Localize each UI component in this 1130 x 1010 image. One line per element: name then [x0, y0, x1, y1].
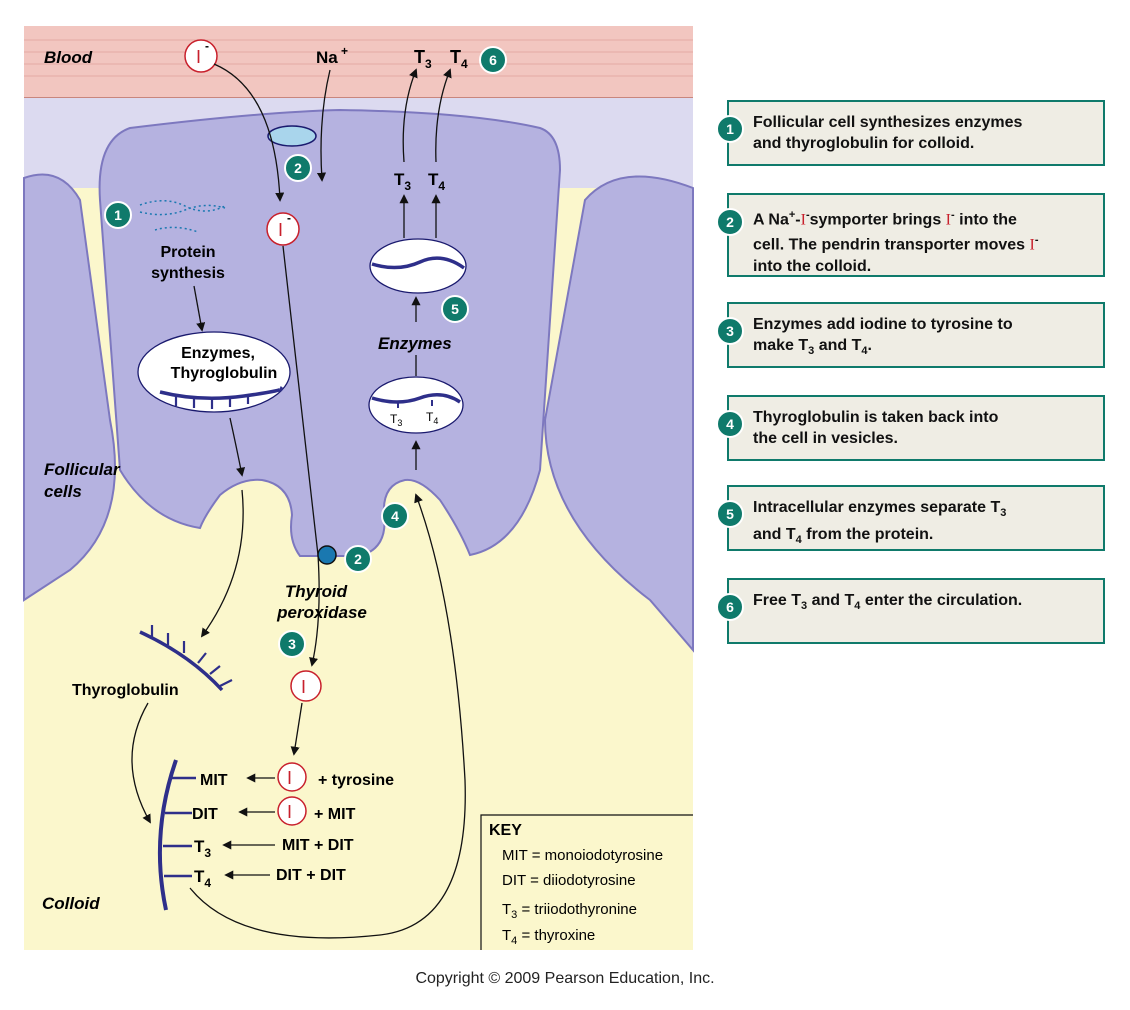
iodine-atom: [290, 670, 322, 702]
step-box-3: 3 Enzymes add iodine to tyrosine to make…: [716, 302, 1105, 368]
svg-text:2: 2: [354, 551, 362, 567]
svg-text:DIT = diiodotyrosine: DIT = diiodotyrosine: [502, 872, 636, 889]
right-follicular-cell: [543, 175, 694, 653]
t4-blood-label: T4: [450, 47, 468, 71]
reaction-reactant-mit: + MIT: [314, 806, 356, 823]
step-badge-3: 3: [716, 317, 744, 345]
protein-synthesis-strands: [139, 200, 226, 233]
step-badge-4-diagram: 4: [381, 502, 409, 530]
step-box-5: 5 Intracellular enzymes separate T3 and …: [716, 485, 1105, 551]
na-i-symporter: [267, 125, 317, 147]
reaction-reactant-mit-dit: MIT + DIT: [282, 837, 354, 854]
step-badge-4: 4: [716, 410, 744, 438]
reaction-product-t3: T3: [194, 837, 211, 860]
pendrin-transporter: [317, 545, 337, 565]
iodine-atom-tyrosine: [277, 762, 307, 792]
left-follicular-cell: [23, 173, 116, 602]
reaction-reactant-tyrosine: + tyrosine: [318, 772, 394, 789]
svg-text:2: 2: [294, 160, 302, 176]
colloid-label: Colloid: [42, 894, 100, 913]
svg-text:Enzymes,Thyroglobulin: Enzymes,Thyroglobulin: [171, 345, 278, 382]
step-badge-1: 1: [716, 115, 744, 143]
t4-cell-label: T4: [428, 170, 445, 193]
svg-text:I: I: [278, 220, 283, 240]
svg-text:I: I: [287, 768, 292, 788]
svg-text:3: 3: [288, 636, 296, 652]
svg-text:+: +: [341, 44, 348, 58]
iodide-ion-cell: [266, 212, 300, 246]
thyroglobulin-label: Thyroglobulin: [72, 682, 179, 699]
svg-text:-: -: [205, 39, 209, 53]
step-badge-6-diagram: 6: [479, 46, 507, 74]
svg-text:4: 4: [391, 508, 399, 524]
step-badge-2: 2: [716, 208, 744, 236]
copyright-notice: Copyright © 2009 Pearson Education, Inc.: [415, 970, 715, 987]
enzymes-thyroglobulin-vesicle: [137, 331, 291, 413]
step-badge-6: 6: [716, 593, 744, 621]
key-title: KEY: [489, 822, 522, 839]
key-box: KEY MIT = monoiodotyrosine DIT = diiodot…: [480, 814, 693, 950]
svg-text:T4 = thyroxine: T4 = thyroxine: [502, 927, 595, 947]
sodium-ion-label: Na: [316, 48, 338, 67]
step-box-6: 6 Free T3 and T4 enter the circulation.: [716, 578, 1105, 644]
step-box-2: 2 A Na+-I-symporter brings I- into the c…: [716, 193, 1105, 277]
iodine-atom-mit: [277, 796, 307, 826]
svg-text:6: 6: [489, 52, 497, 68]
svg-text:I: I: [301, 677, 306, 697]
blood-label: Blood: [44, 48, 93, 67]
enzymes-label: Enzymes: [378, 334, 452, 353]
step-badge-5: 5: [716, 500, 744, 528]
iodide-ion-blood: [184, 39, 218, 73]
separated-thyroglobulin-vesicle: [369, 238, 467, 294]
step-badge-5-diagram: 5: [441, 295, 469, 323]
step-badge-3-diagram: 3: [278, 630, 306, 658]
svg-text:MIT = monoiodotyrosine: MIT = monoiodotyrosine: [502, 847, 663, 864]
svg-text:T4: T4: [426, 410, 438, 426]
svg-text:T3: T3: [390, 412, 402, 428]
svg-text:I: I: [287, 802, 292, 822]
svg-text:I: I: [196, 47, 201, 67]
svg-text:1: 1: [114, 207, 122, 223]
reaction-product-t4: T4: [194, 867, 211, 890]
step-badge-2-diagram: 2: [284, 154, 312, 182]
reaction-product-mit: MIT: [200, 772, 228, 789]
t3-blood-label: T3: [414, 47, 432, 71]
svg-text:5: 5: [451, 301, 459, 317]
reaction-product-dit: DIT: [192, 806, 218, 823]
main-follicular-cell: [98, 108, 562, 557]
step-badge-2b-diagram: 2: [344, 545, 372, 573]
svg-text:-: -: [287, 211, 291, 225]
svg-text:T3 = triiodothyronine: T3 = triiodothyronine: [502, 901, 637, 921]
thyroglobulin-strand: [139, 625, 233, 692]
step-badge-1-diagram: 1: [104, 201, 132, 229]
reaction-reactant-dit-dit: DIT + DIT: [276, 867, 346, 884]
blood-vessel: [24, 26, 693, 98]
endocytic-vesicle: [368, 376, 464, 434]
t3-cell-label: T3: [394, 170, 411, 193]
